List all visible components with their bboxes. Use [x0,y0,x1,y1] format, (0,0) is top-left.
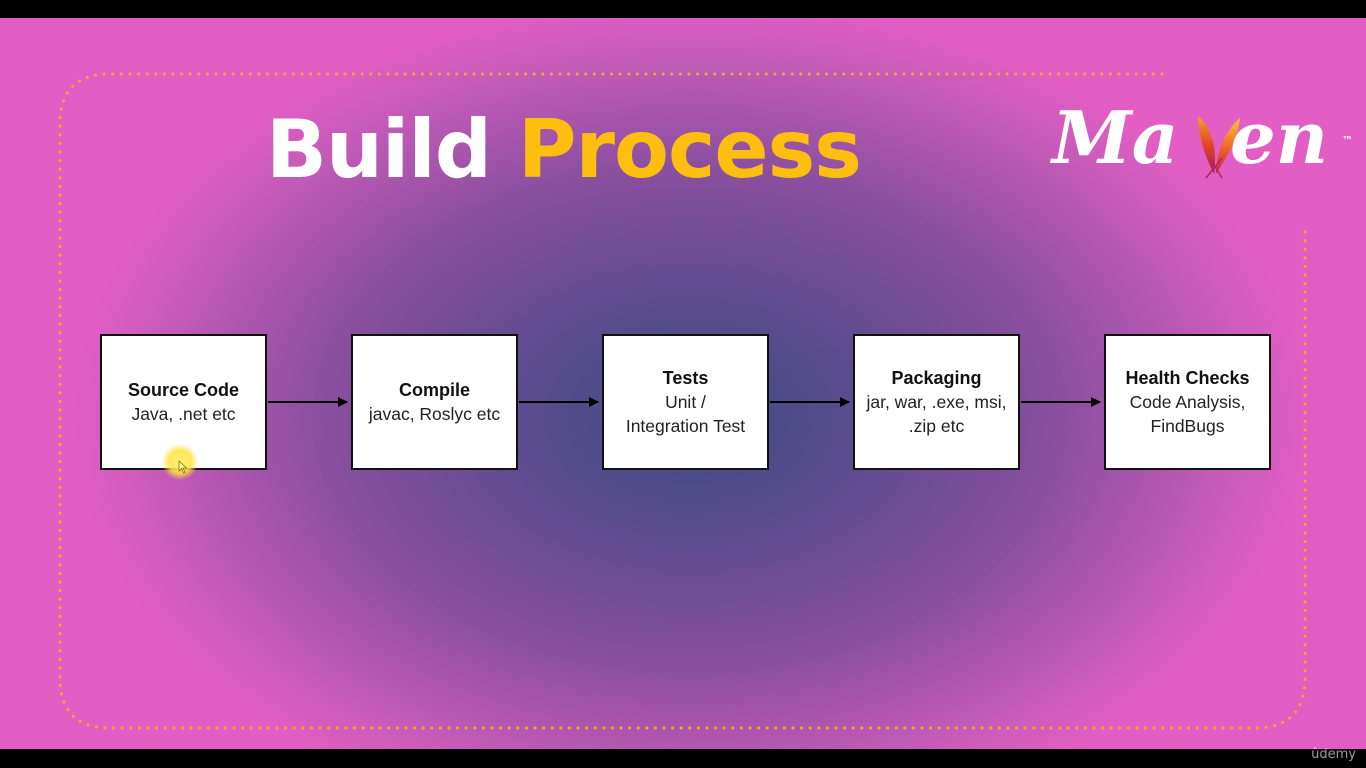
slide-title: Build Process [266,110,862,190]
logo-text-ma: Ma [1052,95,1179,180]
step-health-checks: Health Checks Code Analysis, FindBugs [1104,334,1271,470]
step-title: Compile [398,380,470,400]
step-compile: Compile javac, Roslyc etc [351,334,518,470]
step-description: Code Analysis, FindBugs [1129,392,1246,436]
step-packaging: Packaging jar, war, .exe, msi, .zip etc [853,334,1020,470]
mouse-cursor-icon [178,460,188,474]
apache-feather-icon [1198,116,1240,179]
trademark-symbol: ™ [1342,134,1353,147]
maven-logo: Ma e [1052,95,1353,188]
step-description: javac, Roslyc etc [368,404,501,424]
step-description: Unit / Integration Test [625,392,746,436]
slide: Build Process Ma [0,18,1366,749]
title-word-process: Process [517,103,862,196]
step-title: Health Checks [1125,368,1250,388]
step-tests: Tests Unit / Integration Test [602,334,769,470]
logo-text-en: en [1230,95,1329,180]
udemy-watermark: ûdemy [1311,747,1356,762]
step-description: Java, .net etc [131,404,236,424]
step-title: Source Code [127,380,240,400]
dotted-frame [58,72,1307,730]
title-word-build: Build [266,103,492,196]
step-title: Tests [662,368,709,388]
step-title: Packaging [891,368,982,388]
step-description: jar, war, .exe, msi, .zip etc [866,392,1007,436]
